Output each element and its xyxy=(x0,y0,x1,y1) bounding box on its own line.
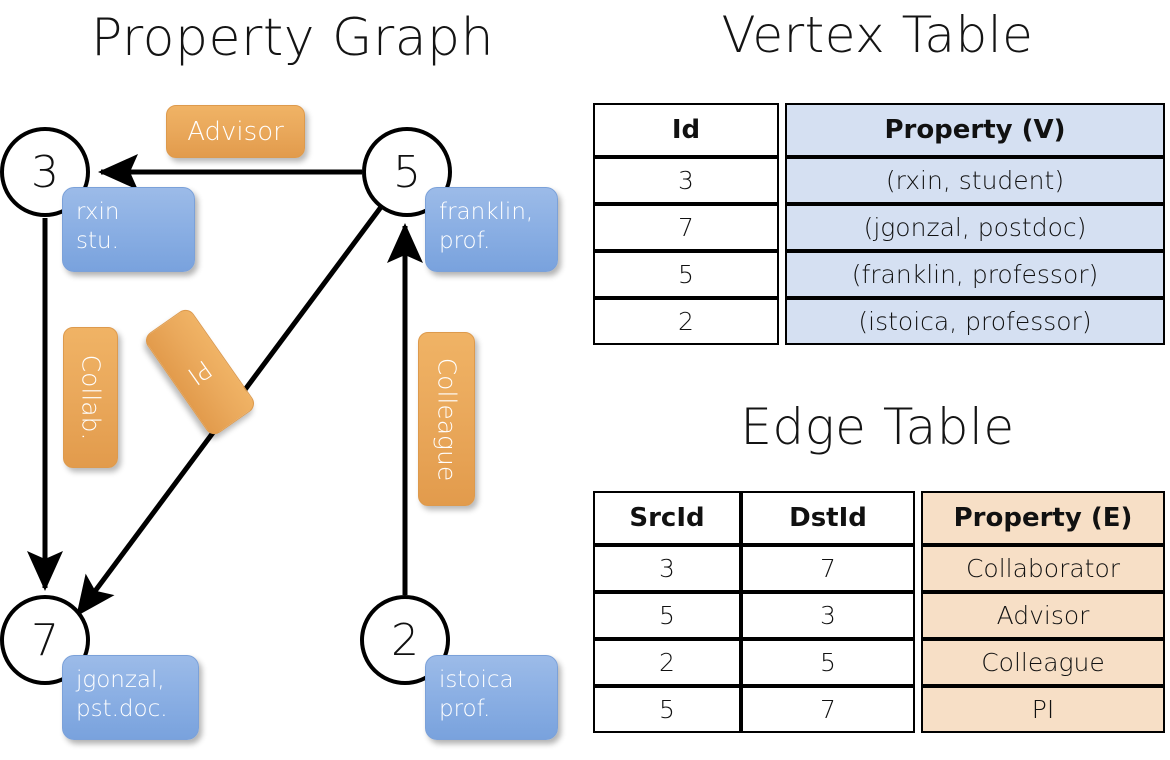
edge-table: SrcId DstId Property (E) 3 7 Collaborato… xyxy=(593,491,1165,733)
edge-label-advisor-text: Advisor xyxy=(187,116,284,147)
vertex-row-1-id: 7 xyxy=(593,204,779,251)
graph-node-5[interactable]: 5 xyxy=(362,127,452,217)
edge-row-1-src: 5 xyxy=(593,592,741,639)
table-row[interactable]: 3 7 Collaborator xyxy=(593,545,1165,592)
edge-table-col-dstid: DstId xyxy=(741,491,915,545)
vertex-table: Id Property (V) 3 (rxin, student) 7 (jgo… xyxy=(593,103,1165,345)
property-graph-panel: Property Graph 3 5 7 2 rxin stu. xyxy=(0,8,558,740)
vertex-row-2-property: (franklin, professor) xyxy=(785,251,1165,298)
node-2-property-line2: prof. xyxy=(439,696,491,723)
page-title-edge-table: Edge Table xyxy=(740,398,1015,456)
node-7-property-callout: jgonzal, pst.doc. xyxy=(62,655,199,740)
table-row[interactable]: 2 (istoica, professor) xyxy=(593,298,1165,345)
edge-row-3-src: 5 xyxy=(593,686,741,733)
vertex-table-column-gap xyxy=(779,298,785,345)
table-row[interactable]: 3 (rxin, student) xyxy=(593,157,1165,204)
edge-row-2-property: Colleague xyxy=(921,639,1165,686)
edge-label-collab-text: Collab. xyxy=(76,354,105,441)
edge-table-column-gap xyxy=(915,639,921,686)
node-5-property-line2: prof. xyxy=(439,228,491,255)
table-row[interactable]: 2 5 Colleague xyxy=(593,639,1165,686)
table-row[interactable]: 5 (franklin, professor) xyxy=(593,251,1165,298)
edge-label-advisor: Advisor xyxy=(166,105,305,158)
vertex-row-3-id: 2 xyxy=(593,298,779,345)
vertex-row-0-id: 3 xyxy=(593,157,779,204)
table-row[interactable]: 7 (jgonzal, postdoc) xyxy=(593,204,1165,251)
vertex-row-2-id: 5 xyxy=(593,251,779,298)
edge-table-col-property: Property (E) xyxy=(921,491,1165,545)
edge-label-collab: Collab. xyxy=(63,327,118,468)
edge-row-1-dst: 3 xyxy=(741,592,915,639)
edge-table-column-gap xyxy=(915,491,921,545)
vertex-table-column-gap xyxy=(779,204,785,251)
table-row[interactable]: 5 7 PI xyxy=(593,686,1165,733)
page-title-vertex-table: Vertex Table xyxy=(721,6,1034,64)
vertex-table-column-gap xyxy=(779,157,785,204)
node-2-property-line1: istoica xyxy=(439,667,514,693)
edge-row-3-property: PI xyxy=(921,686,1165,733)
edge-row-2-dst: 5 xyxy=(741,639,915,686)
edge-table-column-gap xyxy=(915,545,921,592)
graph-node-2[interactable]: 2 xyxy=(360,595,450,685)
node-7-property-line1: jgonzal, xyxy=(76,667,165,693)
node-3-property-line2: stu. xyxy=(76,228,119,255)
edge-row-0-src: 3 xyxy=(593,545,741,592)
edge-row-3-dst: 7 xyxy=(741,686,915,733)
vertex-table-column-gap xyxy=(779,251,785,298)
node-3-property-callout: rxin stu. xyxy=(62,187,195,272)
vertex-table-col-id: Id xyxy=(593,103,779,157)
edge-row-0-property: Collaborator xyxy=(921,545,1165,592)
vertex-row-1-property: (jgonzal, postdoc) xyxy=(785,204,1165,251)
edge-table-col-srcid: SrcId xyxy=(593,491,741,545)
node-2-property-callout: istoica prof. xyxy=(425,655,558,740)
node-7-property-line2: pst.doc. xyxy=(76,696,168,723)
table-row[interactable]: 5 3 Advisor xyxy=(593,592,1165,639)
edge-label-colleague: Colleague xyxy=(418,332,475,506)
vertex-table-col-property: Property (V) xyxy=(785,103,1165,157)
edge-table-column-gap xyxy=(915,686,921,733)
edge-row-0-dst: 7 xyxy=(741,545,915,592)
node-5-property-callout: franklin, prof. xyxy=(425,187,558,272)
vertex-table-column-gap xyxy=(779,103,785,157)
edge-row-2-src: 2 xyxy=(593,639,741,686)
node-3-property-line1: rxin xyxy=(76,199,120,225)
node-5-property-line1: franklin, xyxy=(439,199,534,225)
vertex-table-header-row: Id Property (V) xyxy=(593,103,1165,157)
edge-label-colleague-text: Colleague xyxy=(432,357,462,481)
page-title-property-graph: Property Graph xyxy=(90,8,495,68)
edge-row-1-property: Advisor xyxy=(921,592,1165,639)
edge-table-column-gap xyxy=(915,592,921,639)
edge-label-pi-text: PI xyxy=(182,353,218,391)
vertex-row-0-property: (rxin, student) xyxy=(785,157,1165,204)
edge-table-header-row: SrcId DstId Property (E) xyxy=(593,491,1165,545)
vertex-row-3-property: (istoica, professor) xyxy=(785,298,1165,345)
